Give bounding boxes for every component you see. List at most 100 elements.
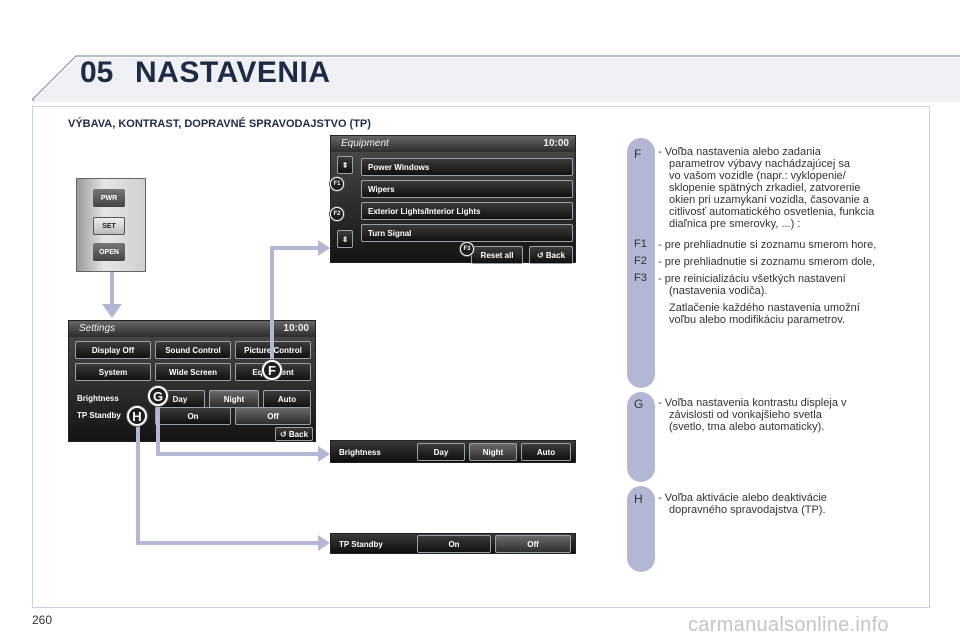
marker-f3: F3 [460, 242, 474, 256]
system-button[interactable]: System [75, 363, 151, 381]
display-off-button[interactable]: Display Off [75, 341, 151, 359]
description-f-note: Zatlačenie každého nastavenia umožní voľ… [669, 302, 860, 326]
chapter-number: 05 [80, 56, 114, 89]
tp-strip-label: TP Standby [339, 540, 383, 549]
arrow-right-icon [318, 240, 330, 256]
marker-g: G [148, 386, 168, 406]
settings-title: Settings [79, 323, 116, 334]
marker-h: H [127, 406, 147, 426]
settings-back-button[interactable]: ↺ Back [275, 427, 313, 441]
settings-titlebar [69, 321, 315, 337]
back-icon: ↺ [536, 250, 546, 260]
equipment-item-power-windows[interactable]: Power Windows [361, 158, 573, 176]
strip-night-button[interactable]: Night [469, 443, 517, 461]
sound-control-button[interactable]: Sound Control [155, 341, 231, 359]
key-f3: F3 [634, 272, 647, 284]
tp-standby-strip: TP Standby On Off [330, 533, 576, 554]
f-note-1: Zatlačenie každého nastavenia umožní [669, 302, 860, 314]
f-line-7: diaľnica pre smerovky, ...) : [669, 218, 801, 230]
f-line-1: - Voľba nastavenia alebo zadania [658, 146, 821, 158]
f3-line-2: (nastavenia vodiča). [669, 285, 768, 297]
f-line-3: vo vašom vozidle (napr.: vyklopenie/ [669, 170, 846, 182]
content-frame [32, 106, 930, 608]
brightness-strip: Brightness Day Night Auto [330, 440, 576, 463]
connector-set-settings [110, 272, 114, 308]
marker-f1: F1 [330, 177, 344, 191]
g-line-2: závislosti od vonkajšieho svetla [669, 409, 822, 421]
f-line-5: okien pri uzamykaní vozidla, časovanie a [669, 194, 869, 206]
connector-h-vertical [136, 420, 140, 544]
letter-h: H [634, 492, 643, 506]
description-f2: - pre prehliadnutie si zoznamu smerom do… [658, 256, 876, 268]
scroll-down-button[interactable]: ⇟ [337, 230, 353, 248]
section-title: VÝBAVA, KONTRAST, DOPRAVNÉ SPRAVODAJSTVO… [68, 118, 371, 130]
letter-g: G [634, 397, 644, 411]
letter-f: F [634, 147, 642, 161]
pill-h [627, 486, 655, 572]
hardware-button-panel: PWR SET OPEN [76, 178, 146, 272]
page-number: 260 [32, 613, 53, 627]
open-key[interactable]: OPEN [93, 243, 125, 261]
equipment-back-label: Back [545, 250, 566, 260]
f-line-6: citlivosť automatického osvetlenia, funk… [669, 206, 875, 218]
g-line-1: - Voľba nastavenia kontrastu displeja v [658, 397, 847, 409]
pwr-key[interactable]: PWR [93, 189, 125, 207]
equipment-item-turn-signal[interactable]: Turn Signal [361, 224, 573, 242]
settings-screen: Settings 10:00 Display Off Sound Control… [68, 320, 316, 442]
connector-f-horizontal [270, 246, 320, 250]
tp-on-button[interactable]: On [155, 407, 231, 425]
description-f1: - pre prehliadnutie si zoznamu smerom ho… [658, 239, 877, 251]
brightness-label: Brightness [77, 394, 119, 403]
strip-auto-button[interactable]: Auto [521, 443, 571, 461]
brightness-auto-button[interactable]: Auto [263, 390, 311, 408]
f-line-2: parametrov výbavy nachádzajúcej sa [669, 158, 850, 170]
description-f3: - pre reinicializáciu všetkých nastavení… [658, 273, 846, 297]
connector-h-horizontal [136, 541, 320, 545]
connector-g-vertical [156, 400, 160, 454]
marker-f: F [262, 360, 282, 380]
marker-f2: F2 [330, 207, 344, 221]
description-f: - Voľba nastavenia alebo zadania paramet… [658, 146, 874, 230]
settings-time: 10:00 [283, 323, 309, 334]
f3-line-1: - pre reinicializáciu všetkých nastavení [658, 273, 846, 285]
tp-standby-label: TP Standby [77, 411, 121, 420]
reset-all-button[interactable]: Reset all [471, 246, 523, 264]
equipment-item-wipers[interactable]: Wipers [361, 180, 573, 198]
arrow-down-icon [102, 304, 122, 318]
f-note-2: voľbu alebo modifikáciu parametrov. [669, 314, 846, 326]
watermark: carmanualsonline.info [688, 614, 889, 636]
equipment-time: 10:00 [543, 138, 569, 149]
tp-off-button[interactable]: Off [235, 407, 311, 425]
equipment-titlebar [331, 136, 575, 152]
pill-f [627, 138, 655, 388]
brightness-night-button[interactable]: Night [209, 390, 259, 408]
back-icon: ↺ [279, 429, 289, 439]
wide-screen-button[interactable]: Wide Screen [155, 363, 231, 381]
strip-day-button[interactable]: Day [417, 443, 465, 461]
h-line-2: dopravného spravodajstva (TP). [669, 504, 826, 516]
scroll-up-button[interactable]: ⇞ [337, 156, 353, 174]
connector-f-vertical [270, 246, 274, 368]
description-h: - Voľba aktivácie alebo deaktivácie dopr… [658, 492, 827, 516]
settings-back-label: Back [288, 429, 309, 439]
equipment-title: Equipment [341, 138, 389, 149]
equipment-item-lights[interactable]: Exterior Lights/Interior Lights [361, 202, 573, 220]
g-line-3: (svetlo, tma alebo automaticky). [669, 421, 825, 433]
strip-on-button[interactable]: On [417, 535, 491, 553]
arrow-right-icon [318, 446, 330, 462]
arrow-right-icon [318, 535, 330, 551]
header-frame [32, 55, 960, 102]
equipment-screen: Equipment 10:00 ⇞ ⇟ Power Windows Wipers… [330, 135, 576, 264]
set-key[interactable]: SET [93, 217, 125, 235]
brightness-strip-label: Brightness [339, 448, 381, 457]
f-line-4: sklopenie spätných zrkadiel, zatvorenie [669, 182, 861, 194]
key-f2: F2 [634, 255, 647, 267]
connector-g-horizontal [156, 452, 320, 456]
description-g: - Voľba nastavenia kontrastu displeja v … [658, 397, 847, 433]
h-line-1: - Voľba aktivácie alebo deaktivácie [658, 492, 827, 504]
chapter-title: NASTAVENIA [135, 56, 331, 89]
equipment-back-button[interactable]: ↺ Back [529, 246, 573, 264]
pill-g [627, 392, 655, 482]
strip-off-button[interactable]: Off [495, 535, 571, 553]
key-f1: F1 [634, 238, 647, 250]
